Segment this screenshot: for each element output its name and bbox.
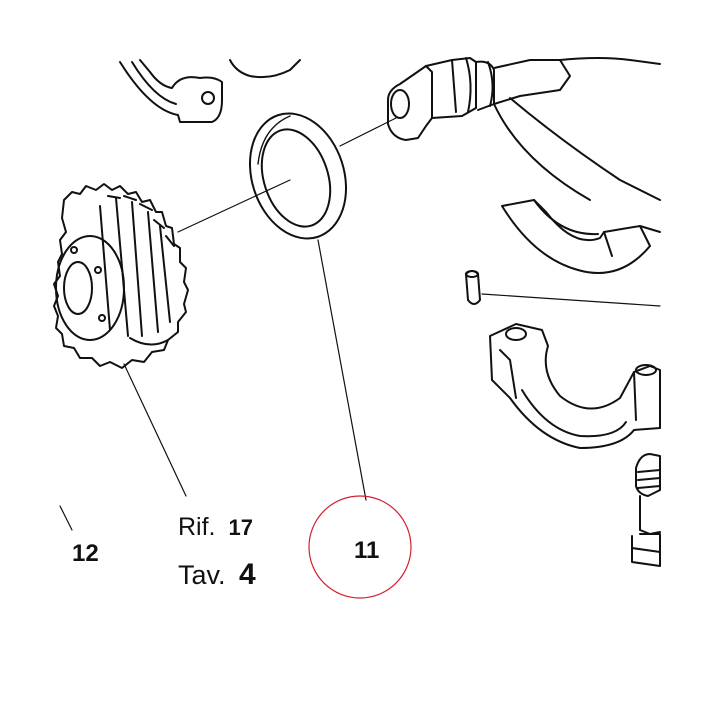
ref-number: 17 [228,515,252,540]
reference-label: Rif. 17 [178,513,253,541]
table-number: 4 [239,558,256,591]
bearing-shell-upper [501,199,661,274]
main-bearing-cap [489,323,661,449]
thrust-washer [248,112,348,240]
part-number-11: 11 [354,537,379,564]
leader-lines [59,117,661,531]
bearing-bracket-top-left [119,59,301,123]
timing-gear [53,183,189,369]
table-label: Tav. 4 [178,558,256,591]
locating-pin [465,270,481,305]
cap-bolt [631,453,661,567]
ref-prefix: Rif. [178,513,216,541]
highlight-circle [308,495,412,599]
crankshaft-end [387,57,661,201]
part-number-12: 12 [72,540,99,567]
table-prefix: Tav. [178,560,226,590]
